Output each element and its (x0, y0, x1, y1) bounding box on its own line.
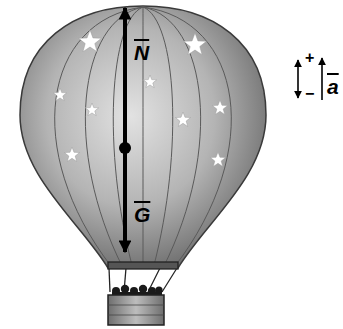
star-decoration (212, 100, 227, 114)
normal-force-arrow (123, 8, 127, 148)
star-decoration (64, 147, 79, 161)
center-of-mass-dot (119, 142, 131, 154)
vector-label: a (327, 76, 339, 97)
sign-label: + (305, 50, 314, 66)
basket-weave (108, 305, 164, 315)
gore-line (55, 7, 143, 267)
basket (108, 295, 164, 325)
envelope-gores (55, 7, 232, 267)
star-decoration (184, 33, 207, 55)
acceleration-arrow (321, 58, 323, 100)
gravity-force-arrow (123, 148, 127, 252)
star-decoration (143, 75, 156, 88)
star-decoration (175, 112, 190, 126)
gore-line (143, 7, 231, 267)
force-label: G (134, 204, 150, 225)
balloon-envelope (20, 6, 266, 268)
star-decoration (53, 88, 66, 101)
sign-label: − (305, 86, 314, 102)
sign-axis-arrow (297, 60, 299, 98)
force-label: N (134, 42, 149, 63)
star-decoration (210, 152, 225, 166)
envelope-stars (53, 30, 227, 166)
star-decoration (79, 30, 102, 52)
star-decoration (85, 103, 98, 116)
